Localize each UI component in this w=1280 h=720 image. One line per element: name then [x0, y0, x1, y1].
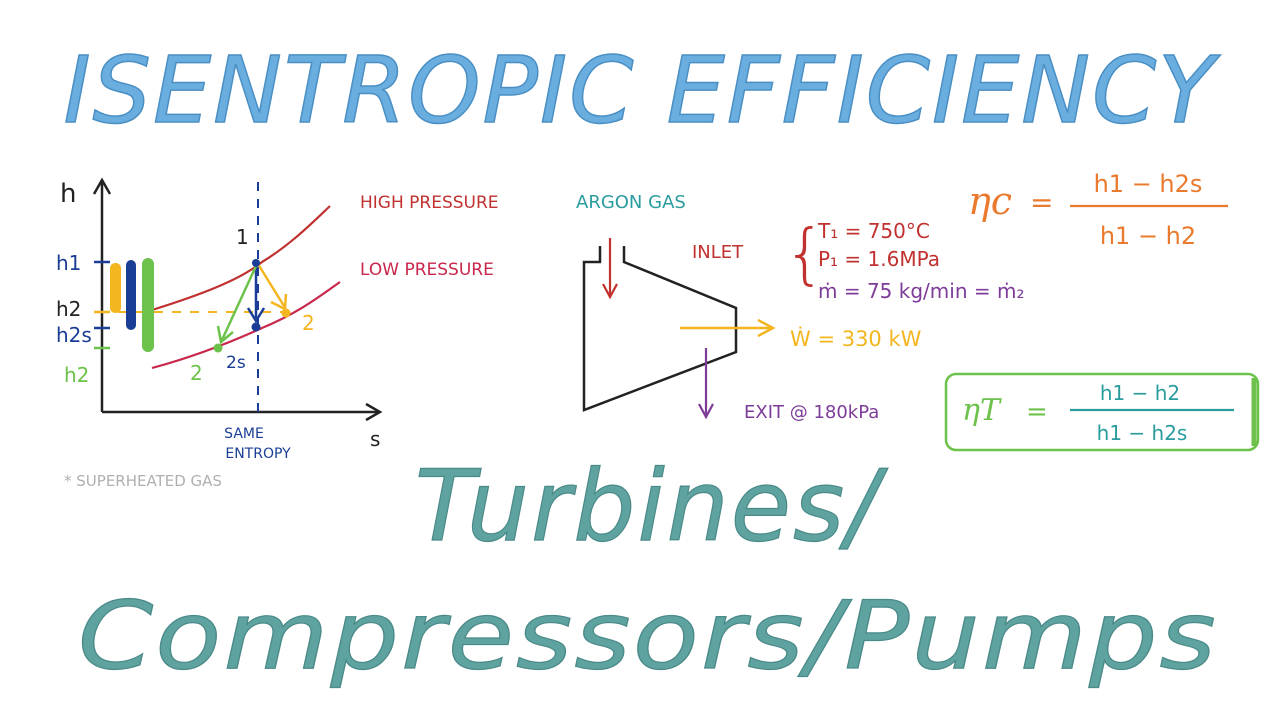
subtitle-line-1: Turbines/: [415, 450, 888, 564]
work-output: Ẇ = 330 kW: [790, 326, 922, 351]
turbine-body: [582, 246, 738, 412]
work-arrowhead: [757, 318, 776, 338]
x-axis-arrowhead: [365, 402, 383, 422]
h2-lower-label: h2: [64, 363, 89, 387]
inlet-pressure: P₁ = 1.6MPa: [818, 247, 940, 271]
state-2-comp-label: 2: [190, 361, 203, 385]
inlet-brace: {: [784, 215, 826, 292]
low-pressure-label: LOW PRESSURE: [360, 260, 494, 280]
navy-bar: [126, 260, 136, 330]
superheated-note: * SUPERHEATED GAS: [64, 472, 222, 490]
h2s-label: h2s: [56, 323, 92, 347]
turbine-schematic: ARGON GAS INLET { T₁ = 750°C P₁ = 1.6MPa…: [576, 192, 1024, 423]
compressor-arrow: [220, 265, 258, 341]
isentropic-arrowhead: [246, 307, 266, 324]
compressor-efficiency-formula: ηc = h1 − h2s h1 − h2: [968, 170, 1228, 250]
turbine-denominator: h1 − h2s: [1097, 421, 1188, 445]
mass-flow: ṁ = 75 kg/min = ṁ₂: [818, 279, 1024, 303]
inlet-temperature: T₁ = 750°C: [817, 219, 930, 243]
turbine-eta: ηT: [962, 393, 1002, 428]
state-1-point: [252, 259, 260, 267]
inlet-label: INLET: [692, 242, 744, 263]
yellow-bar: [110, 263, 121, 313]
h1-label: h1: [56, 251, 81, 275]
compressor-equals: =: [1030, 186, 1053, 219]
actual-arrow: [256, 263, 286, 307]
compressor-arrowhead: [216, 325, 234, 345]
compressor-eta: ηc: [968, 179, 1012, 223]
main-title: ISENTROPIC EFFICIENCY: [64, 37, 1222, 144]
high-pressure-label: HIGH PRESSURE: [360, 193, 499, 213]
hs-diagram: h s 1 2 2s 2 h1 h2 h2s h2: [56, 177, 499, 490]
state-2-point: [281, 308, 291, 318]
high-pressure-curve: [151, 205, 331, 312]
same-entropy-label-2: ENTROPY: [225, 446, 291, 462]
y-axis-label: h: [60, 179, 76, 209]
state-2-comp-point: [213, 343, 223, 353]
turbine-formula-box: [944, 372, 1260, 452]
y-axis-arrowhead: [92, 177, 112, 195]
state-2s-label: 2s: [226, 353, 246, 373]
turbine-numerator: h1 − h2: [1100, 381, 1180, 405]
green-bar: [142, 258, 154, 352]
turbine-efficiency-formula: ηT = h1 − h2 h1 − h2s: [944, 372, 1260, 452]
state-2-label: 2: [302, 311, 315, 335]
gas-label: ARGON GAS: [576, 192, 686, 213]
subtitle-line-2: Compressors/Pumps: [78, 582, 1218, 691]
state-1-label: 1: [236, 225, 249, 249]
compressor-numerator: h1 − h2s: [1094, 170, 1203, 198]
inlet-arrowhead: [602, 283, 618, 300]
same-entropy-label-1: SAME: [224, 426, 264, 442]
turbine-equals: =: [1026, 397, 1048, 427]
exit-arrowhead: [698, 403, 714, 420]
state-2s-point: [251, 322, 261, 332]
exit-label: EXIT @ 180kPa: [744, 402, 879, 423]
h2-label: h2: [56, 297, 81, 321]
low-pressure-curve: [151, 281, 341, 370]
x-axis-label: s: [370, 427, 380, 451]
compressor-denominator: h1 − h2: [1100, 222, 1196, 250]
